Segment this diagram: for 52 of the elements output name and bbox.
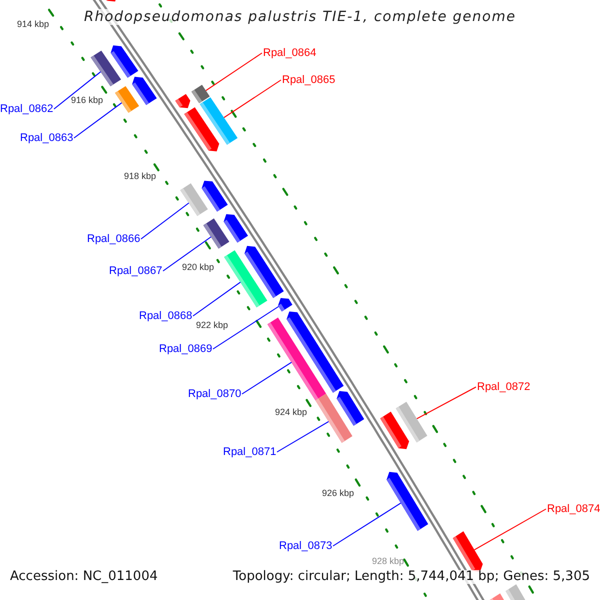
gene-bar [110,45,138,78]
gene-label: Rpal_0871 [223,446,276,458]
gene-label: Rpal_0868 [139,310,192,322]
scale-label: 916 kbp [71,95,104,105]
gene-bar [191,84,210,104]
scale-label: 920 kbp [182,262,214,272]
leader-line [416,386,476,420]
gene-label: Rpal_0865 [282,74,336,86]
leader-line [74,102,122,138]
accession-text: Accession: NC_011004 [10,570,158,584]
gene-bar [224,214,248,243]
leader-line [140,202,190,240]
scale-label: 928 kbp [372,556,404,566]
gene-bar [175,94,190,108]
gene-bar [203,218,230,249]
gene-label: Rpal_0874 [547,503,600,515]
leader-line [224,80,282,118]
leader-line [212,306,280,350]
gene-label: Rpal_0872 [477,381,530,393]
scale-label: 926 kbp [322,488,354,498]
leader-line [54,71,102,110]
gene-bar [278,298,292,312]
gene-label: Rpal_0862 [0,103,54,115]
gene-bar [286,312,344,393]
gene-bar [244,246,284,298]
gene-bar [200,97,238,145]
scale-label: 922 kbp [196,320,228,330]
leader-line [205,52,262,92]
scale-label: 918 kbp [124,171,156,181]
gene-bar [336,391,364,426]
gene-label: Rpal_0869 [159,343,212,355]
gene-label: Rpal_0864 [263,47,316,59]
leader-line [332,502,402,546]
leader-line [474,508,546,550]
gene-bar [506,584,526,600]
scale-label: 924 kbp [275,407,308,417]
gene-bar [202,180,228,212]
scale-label: 914 kbp [17,19,50,29]
gene-bar [396,402,428,442]
gene-bar [115,86,140,113]
gene-label: Rpal_0867 [109,265,162,277]
leader-line [162,236,212,272]
gene-label: Rpal_0863 [20,132,74,144]
gene-bar [386,472,428,531]
gene-label: Rpal_0873 [279,540,332,552]
leader-line [242,362,292,394]
gene-bar [452,531,483,572]
gene-label: Rpal_0866 [87,233,140,245]
gene-label: Rpal_0870 [188,388,242,400]
genome-info-text: Topology: circular; Length: 5,744,041 bp; Genes: 5,305 [232,570,590,584]
gene-bar [132,76,157,105]
gene-bar [490,593,504,600]
